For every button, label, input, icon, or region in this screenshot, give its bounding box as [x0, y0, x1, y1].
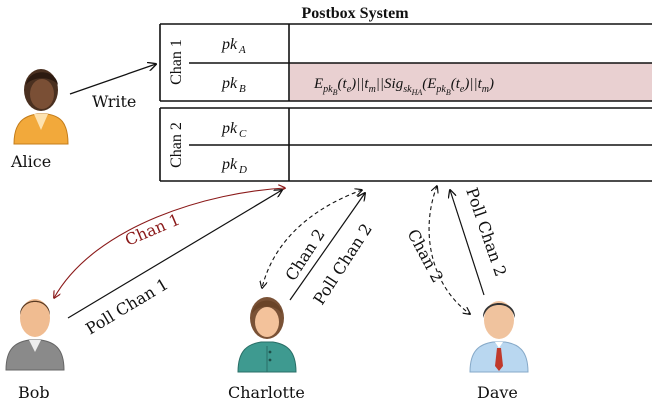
- charlotte-name: Charlotte: [228, 383, 305, 402]
- svg-text:pk: pk: [221, 120, 238, 137]
- key-pk-b: pk B: [221, 75, 246, 95]
- bob-poll-label: Poll Chan 1: [82, 274, 171, 338]
- svg-text:pk: pk: [221, 156, 238, 173]
- dave-poll-arrow: [450, 190, 485, 296]
- alice-name: Alice: [10, 152, 51, 171]
- postbox-table: [159, 23, 652, 182]
- charlotte-avatar: [237, 297, 297, 373]
- channel-label-1: Chan 1: [168, 39, 185, 85]
- dave-name: Dave: [477, 383, 518, 402]
- key-pk-d: pk D: [221, 156, 247, 176]
- key-pk-c: pk C: [221, 120, 247, 140]
- bob-avatar: [5, 299, 65, 371]
- bob-chan1-arrow: [54, 188, 285, 298]
- dave-poll-label: Poll Chan 2: [462, 185, 510, 279]
- svg-text:pk: pk: [221, 36, 238, 53]
- bob-chan1-label: Chan 1: [122, 210, 182, 250]
- svg-text:D: D: [238, 164, 247, 176]
- dave-chan2-arrow: [428, 186, 470, 314]
- write-label: Write: [92, 92, 136, 111]
- svg-text:pk: pk: [221, 75, 238, 92]
- svg-text:B: B: [239, 83, 246, 95]
- dave-chan2-label: Chan 2: [403, 226, 447, 286]
- svg-text:A: A: [238, 44, 246, 56]
- svg-text:C: C: [239, 128, 247, 140]
- bob-name: Bob: [18, 383, 50, 402]
- charlotte-chan2-arrow: [262, 190, 362, 288]
- encrypted-message: EpkB(te)||tm||SigskHA(EpkB(te)||tm): [313, 76, 494, 97]
- diagram-title: Postbox System: [301, 5, 409, 22]
- charlotte-poll-arrow: [289, 193, 365, 301]
- write-arrow: [69, 64, 156, 95]
- bob-poll-arrow: [67, 190, 282, 319]
- channel-label-2: Chan 2: [168, 122, 185, 168]
- message-cell-highlight: [290, 63, 652, 101]
- dave-avatar: [469, 301, 529, 373]
- alice-avatar: [13, 69, 69, 145]
- key-pk-a: pk A: [221, 36, 246, 56]
